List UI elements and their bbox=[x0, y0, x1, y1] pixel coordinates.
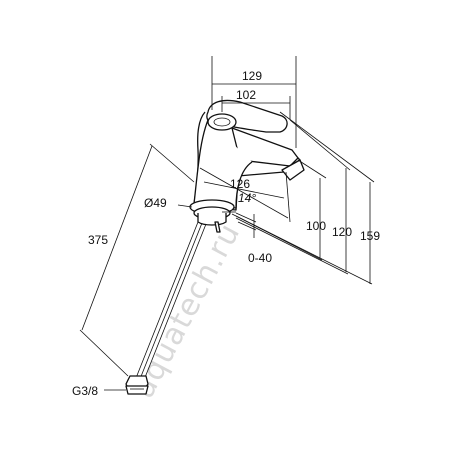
dim-base-diameter: Ø49 bbox=[144, 196, 167, 210]
drain-rod bbox=[214, 211, 236, 233]
dim-thread: G3/8 bbox=[72, 384, 98, 398]
dim-height-mid: 120 bbox=[332, 225, 352, 239]
dim-height-spout: 100 bbox=[306, 219, 326, 233]
dim-height-total: 159 bbox=[360, 229, 380, 243]
base-ring bbox=[189, 199, 235, 226]
dim-spout-reach: 126 bbox=[230, 177, 250, 191]
faucet-body bbox=[193, 111, 301, 211]
faucet-handle bbox=[206, 99, 288, 133]
supply-hose bbox=[135, 221, 207, 381]
hose-fitting bbox=[125, 375, 149, 395]
dim-spout-angle: 14° bbox=[238, 191, 256, 205]
dim-width-handle: 102 bbox=[236, 88, 256, 102]
dimension-labels: 129 102 126 14° Ø49 375 0-40 100 120 159… bbox=[72, 69, 380, 398]
dim-hose-length: 375 bbox=[88, 233, 108, 247]
dim-deck-thickness: 0-40 bbox=[248, 251, 272, 265]
spout-outlet bbox=[281, 159, 305, 181]
dim-width-top: 129 bbox=[242, 69, 262, 83]
dimension-lines bbox=[79, 56, 375, 391]
